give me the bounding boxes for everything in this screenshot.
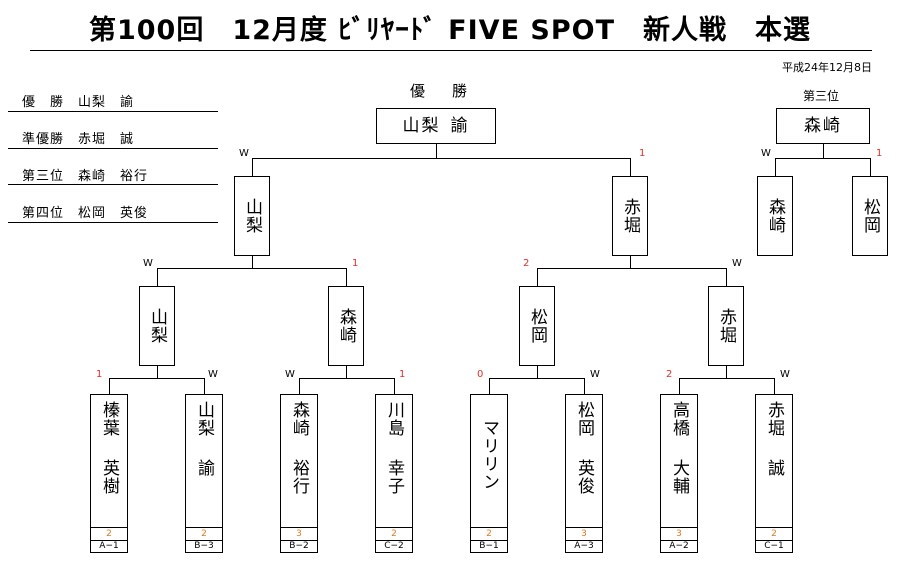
bracket-line	[630, 158, 631, 176]
bracket-line	[436, 144, 437, 158]
bracket-line	[394, 378, 395, 394]
event-date: 平成24年12月8日	[782, 61, 872, 74]
player-code: B−1	[470, 540, 508, 553]
player-box-7: 高橋大輔	[660, 394, 698, 528]
third-place-left-box: 森崎	[757, 176, 793, 256]
bracket-line	[346, 268, 347, 286]
player-seed: 3	[565, 528, 603, 540]
third-place-right-mark: 1	[876, 148, 883, 159]
final-right-mark: 1	[639, 148, 646, 159]
qf3-mark-a: 0	[477, 369, 484, 380]
bracket-line	[537, 366, 538, 378]
player-seed: 2	[185, 528, 223, 540]
semifinal-left-mark-a: W	[143, 258, 153, 269]
player-box-2: 山梨諭	[185, 394, 223, 528]
player-seed: 2	[90, 528, 128, 540]
third-place-left-mark: W	[761, 148, 771, 159]
bracket-line	[726, 366, 727, 378]
page-title: 第100回 12月度 ﾋﾞﾘﾔｰﾄﾞ FIVE SPOT 新人戦 本選	[88, 15, 812, 46]
player-seed: 3	[280, 528, 318, 540]
player-box-4: 川島幸子	[375, 394, 413, 528]
player-code: C−2	[375, 540, 413, 553]
bracket-line	[775, 158, 776, 176]
player-seed: 3	[660, 528, 698, 540]
bracket-line	[204, 378, 205, 394]
qf1-mark-a: 1	[96, 369, 103, 380]
qf2-mark-b: 1	[399, 369, 406, 380]
quarterfinal-box-1: 山梨	[139, 286, 175, 366]
semifinal-right-mark-a: 2	[523, 258, 530, 269]
qf2-mark-a: W	[285, 369, 295, 380]
semifinal-right-mark-b: W	[732, 258, 742, 269]
third-place-winner-box: 森崎	[776, 108, 870, 144]
player-code: A−3	[565, 540, 603, 553]
bracket-line	[109, 378, 205, 379]
semifinal-box-left: 山梨	[234, 176, 270, 256]
bracket-line	[726, 268, 727, 286]
bracket-line	[346, 366, 347, 378]
bracket-line	[157, 268, 158, 286]
player-box-5: マリリン	[470, 394, 508, 528]
result-row-4: 第四位 松岡 英俊	[22, 206, 149, 221]
bracket-line	[584, 378, 585, 394]
third-place-heading: 第三位	[803, 89, 840, 103]
player-box-6: 松岡英俊	[565, 394, 603, 528]
qf3-mark-b: W	[590, 369, 600, 380]
player-seed: 2	[470, 528, 508, 540]
bracket-line	[252, 158, 631, 159]
bracket-line	[109, 378, 110, 394]
player-code: A−2	[660, 540, 698, 553]
qf1-mark-b: W	[208, 369, 218, 380]
champion-heading: 優 勝	[410, 82, 474, 100]
result-rule	[8, 184, 218, 185]
bracket-line	[157, 268, 347, 269]
bracket-line	[774, 378, 775, 394]
quarterfinal-box-2: 森崎	[328, 286, 364, 366]
player-code: B−2	[280, 540, 318, 553]
third-place-right-box: 松岡	[852, 176, 888, 256]
player-code: B−3	[185, 540, 223, 553]
bracket-line	[157, 366, 158, 378]
bracket-line	[870, 158, 871, 176]
semifinal-left-mark-b: 1	[352, 258, 359, 269]
bracket-line	[489, 378, 490, 394]
player-box-3: 森崎裕行	[280, 394, 318, 528]
bracket-line	[252, 158, 253, 176]
qf4-mark-a: 2	[666, 369, 673, 380]
result-row-3: 第三位 森崎 裕行	[22, 169, 149, 184]
bracket-line	[252, 256, 253, 268]
result-rule	[8, 148, 218, 149]
bracket-line	[679, 378, 775, 379]
bracket-line	[537, 268, 727, 269]
player-box-1: 榛葉英樹	[90, 394, 128, 528]
qf4-mark-b: W	[780, 369, 790, 380]
bracket-line	[299, 378, 395, 379]
bracket-line	[630, 256, 631, 268]
bracket-line	[823, 144, 824, 158]
player-seed: 2	[375, 528, 413, 540]
final-left-mark: W	[239, 148, 249, 159]
bracket-line	[299, 378, 300, 394]
bracket-line	[775, 158, 871, 159]
result-rule	[8, 222, 218, 223]
result-row-1: 優 勝 山梨 諭	[22, 95, 135, 110]
bracket-line	[537, 268, 538, 286]
quarterfinal-box-4: 赤堀	[708, 286, 744, 366]
player-code: A−1	[90, 540, 128, 553]
champion-box: 山梨諭	[376, 108, 496, 144]
semifinal-box-right: 赤堀	[612, 176, 648, 256]
result-row-2: 準優勝 赤堀 誠	[22, 132, 135, 147]
quarterfinal-box-3: 松岡	[519, 286, 555, 366]
result-rule	[8, 111, 218, 112]
bracket-line	[489, 378, 585, 379]
player-box-8: 赤堀誠	[755, 394, 793, 528]
title-underline	[30, 50, 872, 51]
player-code: C−1	[755, 540, 793, 553]
bracket-line	[679, 378, 680, 394]
player-seed: 2	[755, 528, 793, 540]
